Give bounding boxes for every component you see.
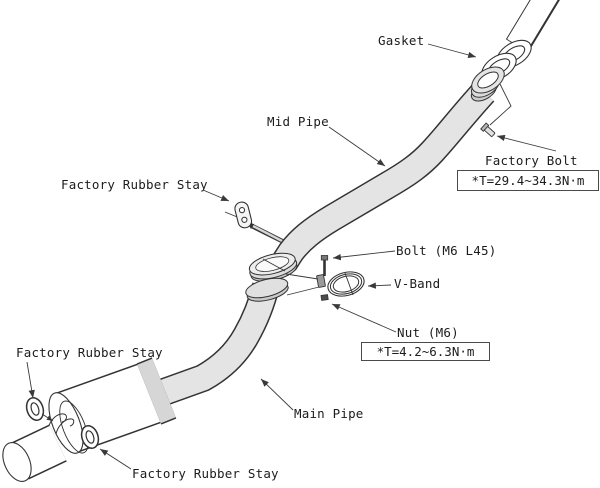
mid-pipe-flange: [470, 66, 505, 102]
rubber-stay-ring-top: [25, 397, 45, 421]
joint-clamp-line-1: [285, 273, 319, 280]
upper-joint-flange: [248, 252, 298, 282]
bolt-m6-icon: [320, 255, 329, 276]
gasket-label: Gasket: [378, 33, 425, 48]
rubber-stay-bottom-leader: [99, 448, 132, 470]
nut-m6-leader: [331, 303, 397, 333]
joint-clamp-line-2: [286, 286, 320, 296]
main-pipe: [159, 282, 280, 406]
factory-bolt-label: Factory Bolt: [485, 153, 578, 168]
factory-bolt-icon: [480, 122, 496, 137]
mid-pipe: [272, 82, 495, 271]
lower-joint-flange: [245, 277, 289, 302]
leader-lines: [26, 43, 557, 470]
tail-pipe: [2, 424, 67, 482]
bolt-m6-leader: [332, 250, 396, 261]
gasket-leader: [427, 43, 477, 58]
rubber-stay-top-leader: [26, 361, 35, 399]
rubber-stay-mid-leader: [202, 189, 230, 202]
v-band-leader: [367, 282, 392, 289]
mid-pipe-label: Mid Pipe: [267, 114, 329, 129]
ring-top-leader: [41, 413, 54, 422]
main-pipe-leader: [260, 378, 294, 411]
v-band-label: V-Band: [394, 276, 441, 291]
nut-torque-box: *T=4.2~6.3N·m: [361, 342, 490, 361]
mid-pipe-leader: [328, 126, 386, 167]
muffler-hanger-hooks: [47, 413, 75, 435]
factory-rubber-stay-bottom-label: Factory Rubber Stay: [132, 466, 279, 481]
nut-m6-icon: [320, 294, 329, 301]
factory-pipe: [505, 0, 560, 53]
factory-rubber-stay-mid-label: Factory Rubber Stay: [61, 177, 208, 192]
rubber-stay-bracket: [234, 201, 253, 229]
rubber-stay-ring-bottom: [80, 425, 100, 449]
nut-m6-label: Nut (M6): [397, 325, 459, 340]
factory-bolt-torque-box: *T=29.4~34.3N·m: [457, 170, 599, 191]
clamp-block: [316, 274, 326, 288]
muffler: [46, 357, 177, 459]
factory-bolt-leader: [496, 134, 557, 152]
factory-rubber-stay-top-label: Factory Rubber Stay: [16, 345, 163, 360]
v-band-clamp: [316, 255, 365, 301]
factory-bolt-bent-leader: [489, 83, 512, 126]
bolt-m6-label: Bolt (M6 L45): [396, 243, 497, 258]
mid-stay-rod: [224, 211, 286, 245]
main-pipe-label: Main Pipe: [294, 406, 364, 421]
